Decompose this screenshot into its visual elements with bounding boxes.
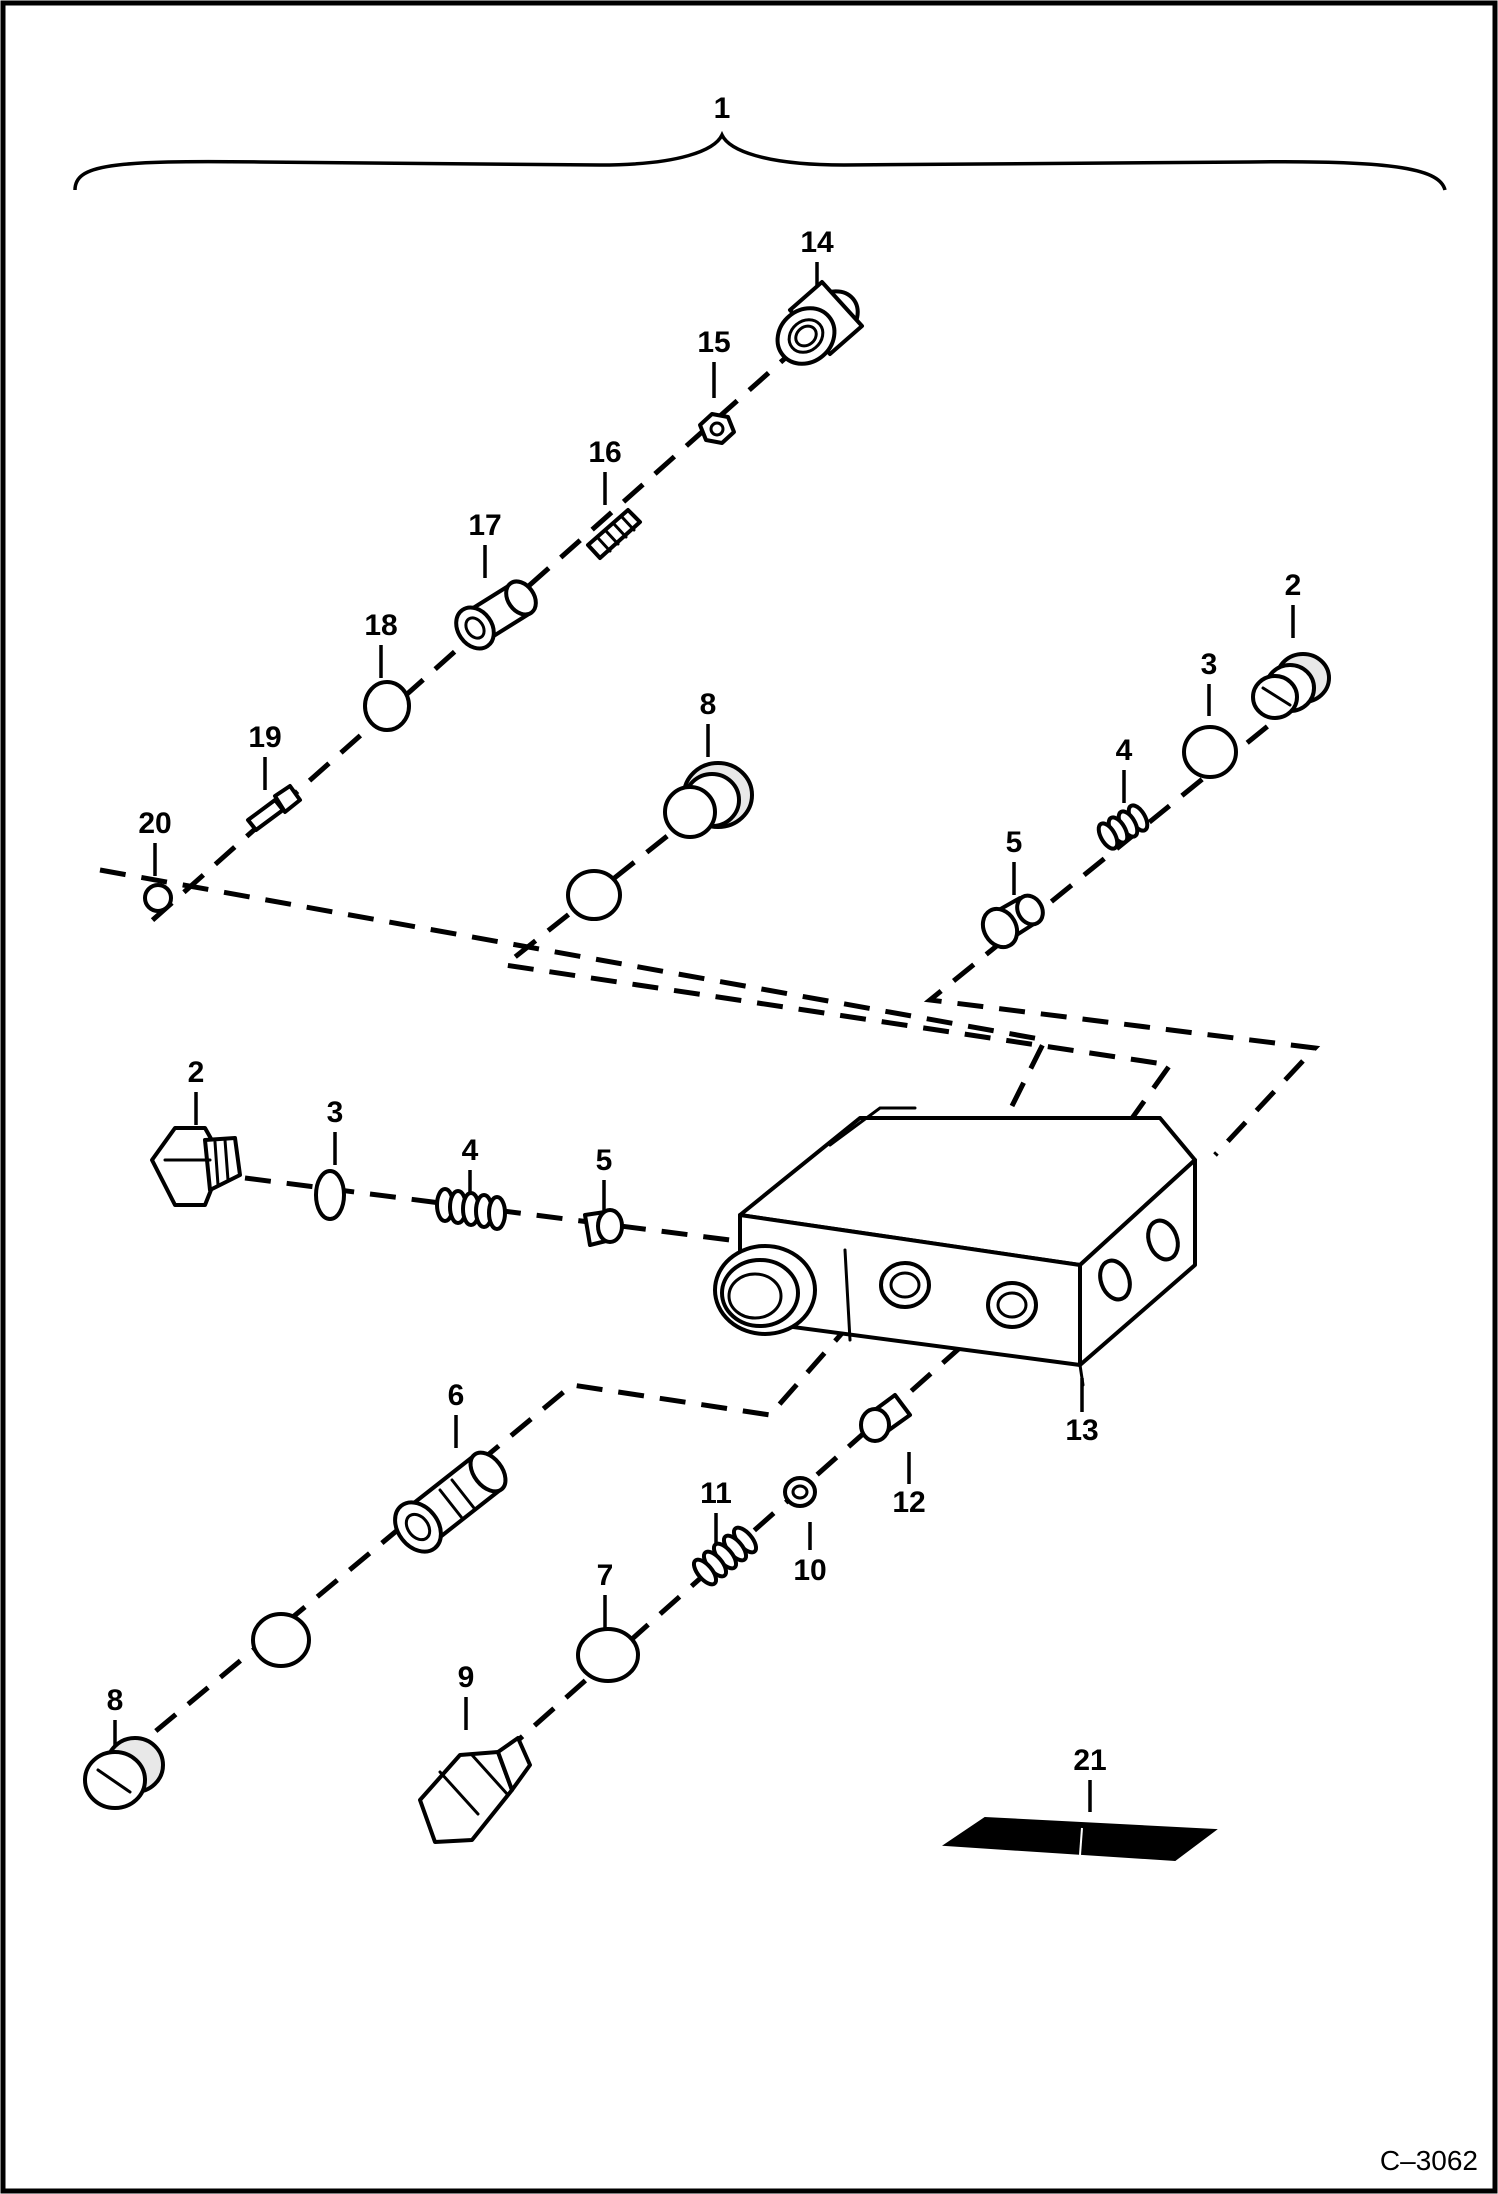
callout-2-left: 2 <box>188 1056 205 1089</box>
path-right-stack <box>923 698 1321 1157</box>
callout-21: 21 <box>1073 1744 1106 1777</box>
figure-code: C–3062 <box>1380 2145 1478 2176</box>
part-13-valve-body <box>713 1106 1197 1387</box>
part-10-washer <box>783 1476 817 1508</box>
part-2-plug-left <box>150 1126 242 1207</box>
callout-18: 18 <box>364 609 397 642</box>
path-plug-8-upper <box>498 808 1175 1137</box>
part-o-ring-lower <box>251 1612 311 1668</box>
part-7-o-ring <box>576 1627 640 1683</box>
callout-19: 19 <box>248 721 281 754</box>
callout-7: 7 <box>597 1559 614 1592</box>
callout-5-right: 5 <box>1006 826 1023 859</box>
callout-4-right: 4 <box>1116 734 1133 767</box>
assembly-brace <box>73 130 1447 191</box>
callout-14: 14 <box>800 226 834 259</box>
part-3-o-ring-left <box>314 1169 346 1221</box>
part-8-plug-upper <box>663 761 754 839</box>
part-20-small-o-ring <box>143 883 173 913</box>
callout-13: 13 <box>1065 1414 1098 1447</box>
callout-4-left: 4 <box>462 1134 479 1167</box>
path-upper-stack-to-block <box>99 867 1049 1112</box>
callout-2-right: 2 <box>1285 569 1302 602</box>
callout-11: 11 <box>700 1477 732 1510</box>
part-4-spring-left <box>435 1187 507 1231</box>
part-11-spring <box>691 1525 759 1587</box>
part-5-poppet-left <box>583 1208 624 1247</box>
callout-6: 6 <box>448 1379 465 1412</box>
part-9-hex-plug <box>418 1736 532 1844</box>
leader-lines <box>113 262 1295 1812</box>
part-3-o-ring-right <box>1182 725 1238 779</box>
part-5-poppet-right <box>980 893 1045 950</box>
callout-9: 9 <box>458 1661 475 1694</box>
part-16-set-screw <box>586 508 642 560</box>
part-o-ring-upper <box>566 869 622 921</box>
part-19-pin <box>246 784 302 832</box>
callout-12: 12 <box>892 1486 925 1519</box>
callout-15: 15 <box>697 326 730 359</box>
part-2-plug-right <box>1251 652 1331 720</box>
part-8-plug-lower <box>83 1736 165 1810</box>
callout-16: 16 <box>588 436 621 469</box>
callout-8-upper: 8 <box>700 688 717 721</box>
part-6-spool <box>393 1450 508 1554</box>
callout-10: 10 <box>793 1554 826 1587</box>
part-15-hex-nut <box>698 412 736 445</box>
part-12-seat <box>859 1393 912 1443</box>
part-14-cap <box>775 280 864 366</box>
callout-3-right: 3 <box>1201 648 1218 681</box>
path-spool-6 <box>143 1288 882 1742</box>
callout-5-left: 5 <box>596 1144 613 1177</box>
part-4-spring-right <box>1096 803 1150 851</box>
callout-3-left: 3 <box>327 1096 344 1129</box>
callout-labels: 14 15 16 17 18 19 20 8 2 3 4 5 2 3 4 5 6… <box>107 226 1302 1777</box>
part-18-o-ring <box>363 680 411 732</box>
part-17-poppet <box>454 579 538 651</box>
callout-assembly: 1 <box>714 92 731 125</box>
callout-17: 17 <box>468 509 501 542</box>
part-21-label <box>942 1816 1218 1862</box>
callout-20: 20 <box>138 807 171 840</box>
callout-8-lower: 8 <box>107 1684 124 1717</box>
